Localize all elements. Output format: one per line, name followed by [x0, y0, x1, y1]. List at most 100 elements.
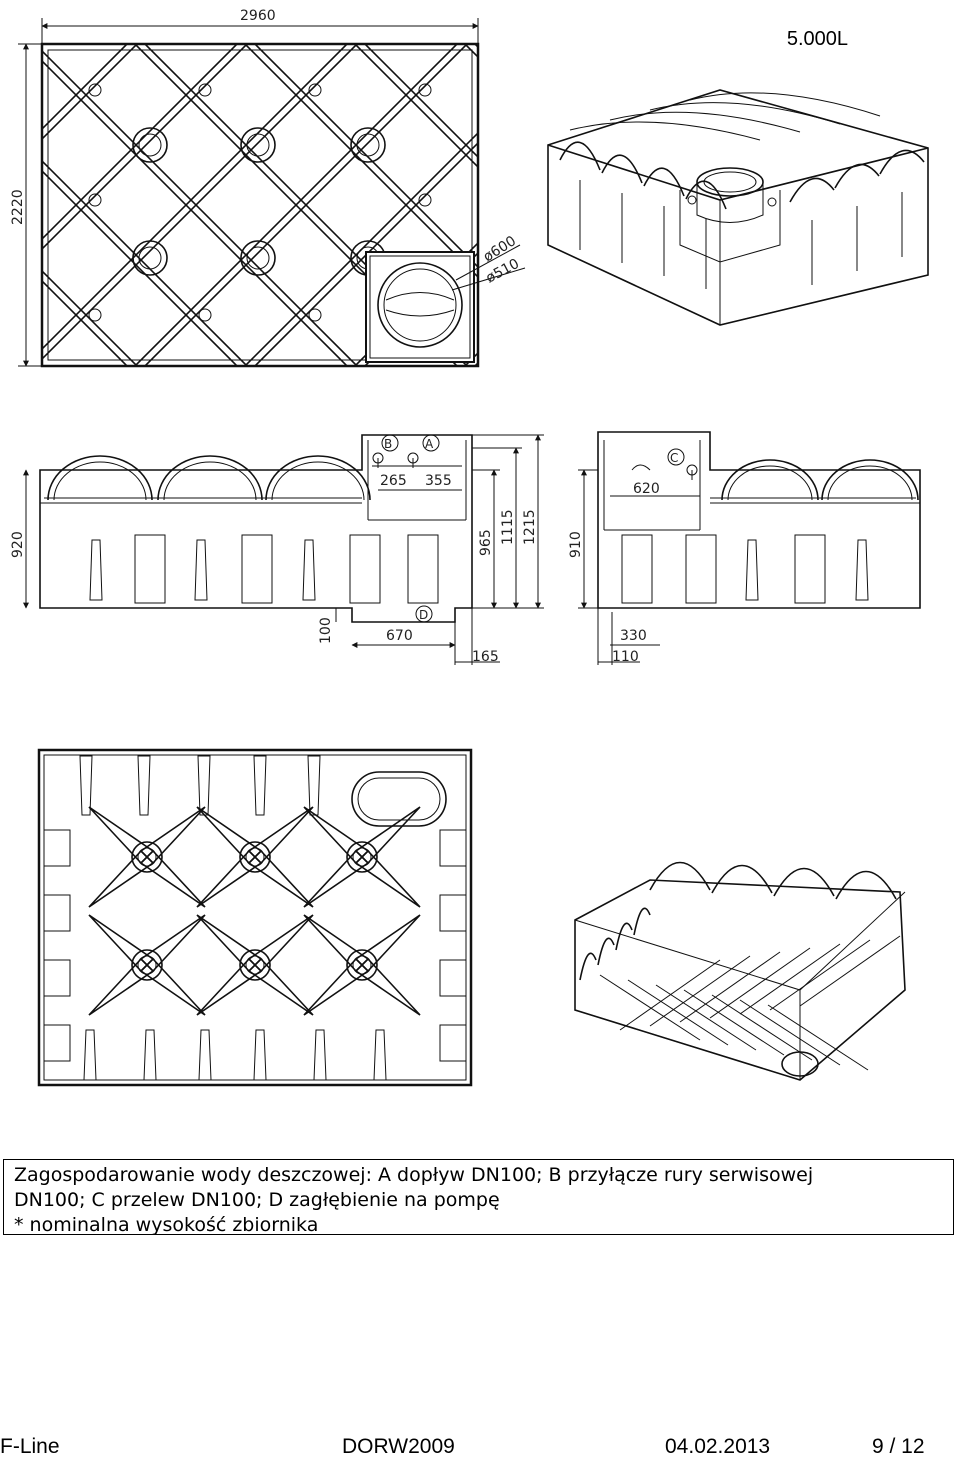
isometric-view-top	[547, 89, 929, 326]
edge-pocket	[43, 829, 71, 867]
legend-caption: Zagospodarowanie wody deszczowej: A dopł…	[3, 1159, 954, 1236]
caption-line-2: DN100; C przelew DN100; D zagłębienie na…	[14, 1189, 500, 1211]
left-height-label: 920	[10, 531, 26, 558]
support-feet	[88, 806, 421, 1016]
arch	[157, 455, 263, 501]
arch	[597, 937, 615, 966]
rib	[194, 539, 208, 601]
marker-a: A	[425, 437, 434, 451]
top-view-plan: 2960 2220 ø600 ø510	[10, 8, 526, 368]
arch	[615, 922, 633, 951]
caption-line-1: Zagospodarowanie wody deszczowej: A dopł…	[14, 1164, 814, 1186]
grid-rib	[739, 943, 841, 1015]
arch	[601, 154, 643, 184]
rib	[302, 539, 316, 601]
edge-rib	[137, 755, 151, 816]
arch	[789, 177, 835, 203]
bottom-view-plan	[37, 748, 473, 1087]
top-width-label: 2960	[240, 8, 276, 24]
grid-rib	[683, 989, 785, 1056]
rib	[89, 539, 103, 601]
support-foot	[88, 806, 206, 908]
arch	[773, 867, 835, 897]
rib-joint	[418, 193, 432, 207]
dim-330-label: 330	[620, 628, 647, 644]
slot	[134, 534, 166, 604]
support-foot	[88, 914, 206, 1016]
slot	[241, 534, 273, 604]
right-height-label: 910	[568, 531, 584, 558]
rib-joint	[198, 308, 212, 322]
dim-165-label: 165	[472, 649, 499, 665]
arch	[649, 861, 711, 891]
grid-rib	[649, 955, 751, 1027]
footer-date: 04.02.2013	[665, 1435, 771, 1458]
dim-1115-label: 1115	[500, 509, 516, 545]
marker-b: B	[384, 437, 392, 451]
dim-1215-label: 1215	[522, 509, 538, 545]
slot	[407, 534, 439, 604]
grid-rib	[767, 1004, 869, 1071]
edge-rib	[79, 755, 93, 816]
arch	[711, 864, 773, 894]
support-foot	[196, 806, 314, 908]
grid-rib	[627, 979, 729, 1046]
capacity-heading: 5.000L	[786, 28, 848, 50]
edge-rib	[197, 755, 211, 816]
grid-rib	[619, 959, 721, 1031]
edge-rib	[143, 1029, 157, 1081]
arch	[685, 180, 727, 210]
grid-rib	[599, 974, 701, 1041]
dim-965-label: 965	[478, 529, 494, 556]
rib-joint	[418, 83, 432, 97]
ridge	[689, 92, 881, 117]
caption-line-3: * nominalna wysokość zbiornika	[14, 1214, 319, 1236]
dim-265-label: 265	[380, 473, 407, 489]
grid-rib	[709, 947, 811, 1019]
edge-rib	[373, 1029, 387, 1081]
arch	[265, 455, 371, 501]
rib-joint	[308, 83, 322, 97]
dim-110-label: 110	[612, 649, 639, 665]
column-node	[350, 127, 386, 163]
arch	[47, 455, 153, 501]
edge-pocket	[439, 959, 467, 997]
arch	[633, 907, 651, 936]
edge-rib	[313, 1029, 327, 1081]
ridge	[569, 121, 761, 141]
side-view-left: B A 265 355 D 920 965 1115 1215 100 670 …	[10, 434, 544, 665]
arch	[559, 141, 601, 171]
slot	[685, 534, 717, 604]
dim-355-label: 355	[425, 473, 452, 489]
edge-pocket	[43, 1024, 71, 1062]
arch	[579, 952, 597, 981]
grid-rib	[739, 999, 841, 1066]
slot	[621, 534, 653, 604]
footer-brand: F-Line	[0, 1435, 60, 1458]
grid-rib	[679, 951, 781, 1023]
ridge	[649, 102, 841, 125]
grid-rib	[799, 935, 901, 1007]
access-shaft	[365, 251, 475, 363]
rib-joint	[88, 308, 102, 322]
marker-d: D	[419, 608, 428, 622]
arch	[721, 459, 819, 501]
rib	[855, 539, 869, 601]
arch	[879, 149, 925, 175]
column-node	[240, 240, 276, 276]
rib-joint	[308, 308, 322, 322]
arch	[834, 163, 880, 189]
column-node	[132, 127, 168, 163]
page-footer: F-Line DORW2009 04.02.2013 9 / 12	[0, 1435, 960, 1460]
arch	[821, 459, 919, 501]
slot	[794, 534, 826, 604]
column-node	[132, 240, 168, 276]
grid-rib	[711, 994, 813, 1061]
slot	[349, 534, 381, 604]
top-height-label: 2220	[10, 189, 26, 225]
rib-joint	[88, 83, 102, 97]
support-foot	[303, 806, 421, 908]
rib-joint	[198, 83, 212, 97]
dim-670-label: 670	[386, 628, 413, 644]
isometric-view-bottom	[574, 861, 906, 1081]
